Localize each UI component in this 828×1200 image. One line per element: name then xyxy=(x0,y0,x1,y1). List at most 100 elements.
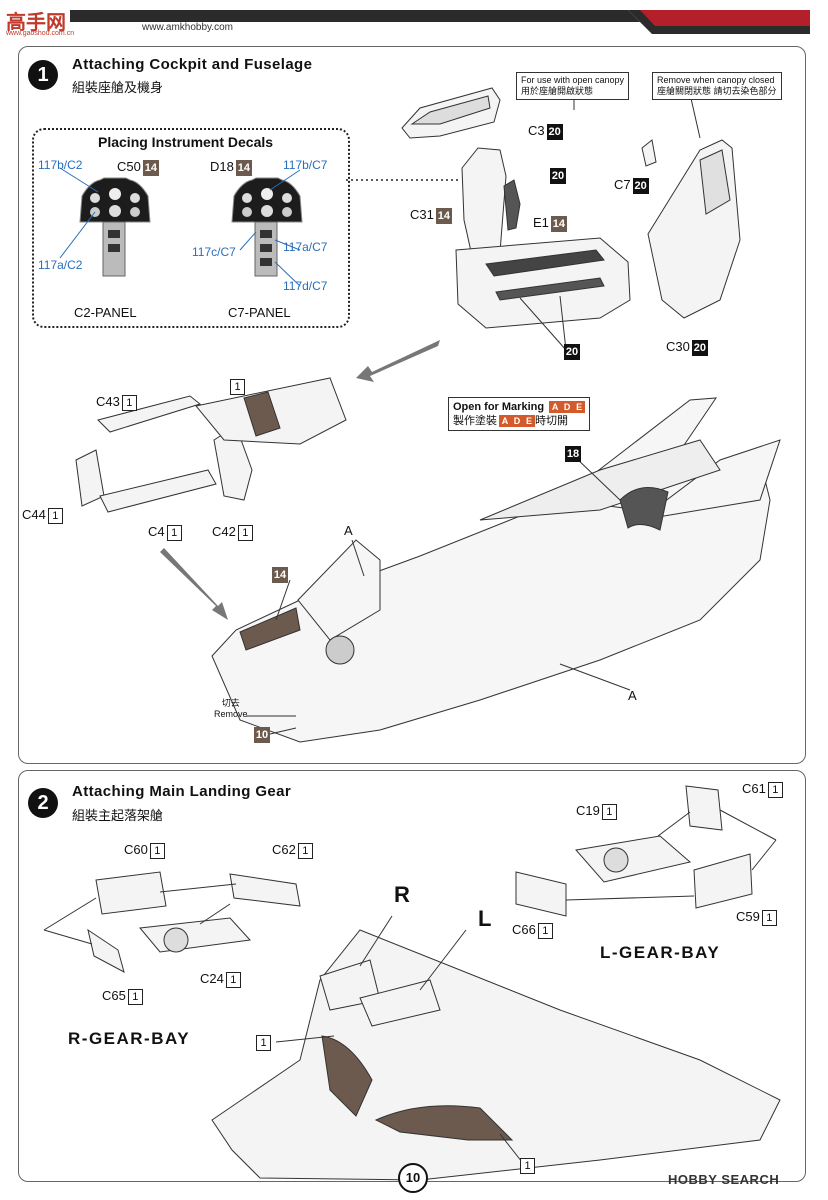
seat-part-c31 xyxy=(461,147,507,257)
qty-c62: 1 xyxy=(297,842,313,859)
paint-code-e1: 14 xyxy=(550,215,567,232)
decal-label-117a-c7: 117a/C7 xyxy=(283,240,328,254)
part-c66 xyxy=(515,871,567,917)
decal-label-117d-c7: 117d/C7 xyxy=(283,279,328,293)
qty-c24: 1 xyxy=(225,971,241,988)
paint-code-c7: 20 xyxy=(632,177,649,194)
part-label-tub-color: 20 xyxy=(562,343,580,360)
header-bar xyxy=(0,0,828,40)
qty-c61: 1 xyxy=(767,781,783,798)
part-label-stick: 20 xyxy=(548,167,566,184)
decal-label-117b-c2: 117b/C2 xyxy=(38,158,83,172)
site-logo: 高手网 xyxy=(6,12,66,34)
part-c65 xyxy=(87,928,125,973)
part-label-color10: 10 xyxy=(252,726,270,743)
small-part-c7 xyxy=(641,139,657,167)
decal-label-117b-c7: 117b/C7 xyxy=(283,158,328,172)
qty-c42: 1 xyxy=(237,524,253,541)
part-label-color18: 18 xyxy=(563,445,581,462)
part-label-a-bottom: A xyxy=(628,688,637,703)
part-c24 xyxy=(139,917,252,953)
paint-code-14: 14 xyxy=(272,566,288,583)
c7-panel-label: C7-PANEL xyxy=(228,305,291,320)
label-l: L xyxy=(478,906,492,931)
qty-c43: 1 xyxy=(121,394,137,411)
paint-code-d18: 14 xyxy=(235,159,252,176)
part-c60 xyxy=(95,871,167,915)
site-logo-url: www.gaoshou.com.cn xyxy=(6,30,75,37)
l-gear-bay-label: L-GEAR-BAY xyxy=(600,943,721,962)
paint-code-tub: 20 xyxy=(564,343,580,360)
qty-c60: 1 xyxy=(149,842,165,859)
step1-title-cn: 組裝座艙及機身 xyxy=(72,80,164,95)
brand-url: www.amkhobby.com xyxy=(142,22,233,33)
label-r: R xyxy=(394,882,410,907)
step1-title: Attaching Cockpit and Fuselage xyxy=(72,56,313,73)
part-c62 xyxy=(229,873,301,907)
c2-panel-label: C2-PANEL xyxy=(74,305,137,320)
part-qty-left: 1 xyxy=(254,1034,271,1051)
qty-c65: 1 xyxy=(127,988,143,1005)
qty-c19: 1 xyxy=(601,803,617,820)
part-label-color14: 14 xyxy=(270,566,288,583)
r-gear-bay-label: R-GEAR-BAY xyxy=(68,1029,191,1048)
paint-code-10: 10 xyxy=(254,726,270,743)
part-c19 xyxy=(575,835,692,883)
c7-instrument-panel xyxy=(231,169,303,287)
paint-code-18: 18 xyxy=(565,445,581,462)
step2-title: Attaching Main Landing Gear xyxy=(72,783,292,800)
part-c59 xyxy=(693,853,753,909)
step2-title-cn: 組裝主起落架艙 xyxy=(72,808,164,823)
header-decoration xyxy=(70,10,810,34)
qty-c4: 1 xyxy=(166,524,182,541)
part-label-a-top: A xyxy=(344,523,353,538)
decals-title: Placing Instrument Decals xyxy=(98,134,274,150)
paint-code-c3: 20 xyxy=(546,123,563,140)
paint-code-stick: 20 xyxy=(550,167,566,184)
step2-number: 2 xyxy=(28,788,58,818)
part-qty-top: 1 xyxy=(228,378,245,395)
page-number: 10 xyxy=(398,1163,428,1193)
decal-label-117c-c7: 117c/C7 xyxy=(192,245,236,259)
qty-c66: 1 xyxy=(537,922,553,939)
step1-number: 1 xyxy=(28,60,58,90)
paint-code-c31: 14 xyxy=(435,207,452,224)
instrument-decals-box xyxy=(32,128,350,328)
part-qty-bottom: 1 xyxy=(518,1157,535,1174)
qty-c59: 1 xyxy=(761,909,777,926)
paint-code-c30: 20 xyxy=(691,339,708,356)
decal-label-117a-c2: 117a/C2 xyxy=(38,258,83,272)
part-c43 xyxy=(97,395,202,433)
delta-wing xyxy=(211,929,781,1181)
paint-code-c50: 14 xyxy=(142,159,159,176)
c2-instrument-panel xyxy=(59,167,151,277)
watermark: HOBBY SEARCH xyxy=(668,1172,780,1187)
